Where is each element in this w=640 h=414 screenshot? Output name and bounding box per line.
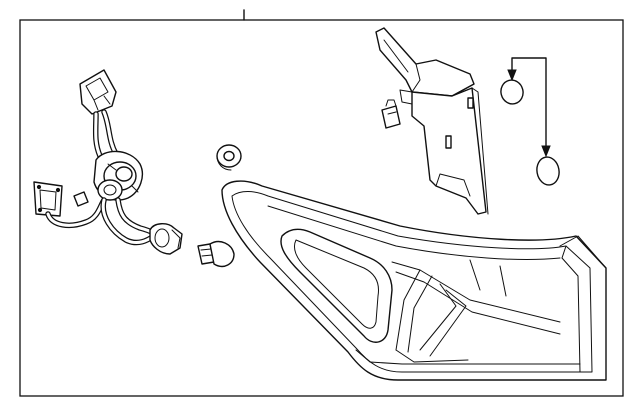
clip bbox=[381, 99, 401, 129]
grommet bbox=[216, 144, 242, 171]
diagram-frame bbox=[19, 9, 624, 397]
wiring-harness bbox=[33, 69, 183, 255]
bulb bbox=[197, 240, 235, 268]
tail-lamp-assembly bbox=[221, 180, 607, 381]
cover-plugs bbox=[500, 57, 560, 186]
mounting-bracket bbox=[375, 27, 489, 215]
